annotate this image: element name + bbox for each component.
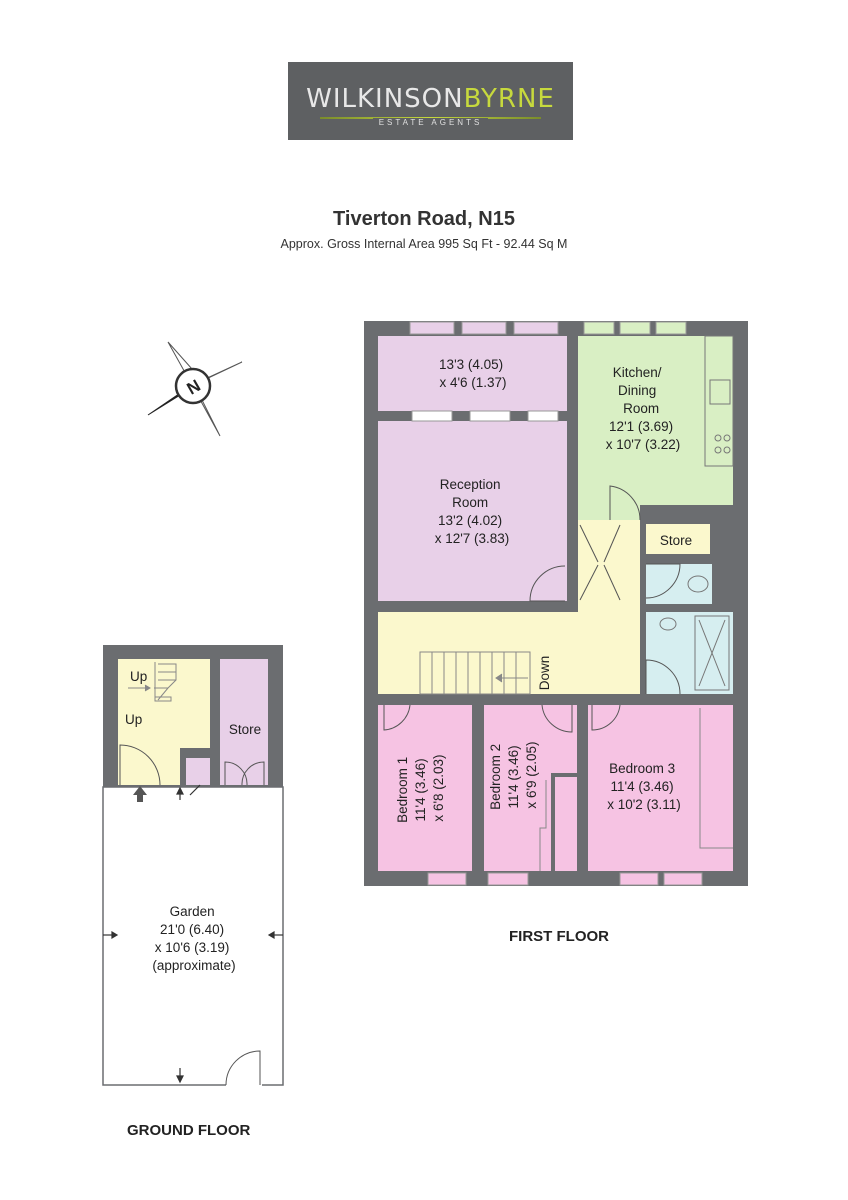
bedroom2-dim2: x 6'9 (2.05): [524, 741, 539, 808]
bathroom-fill: [646, 612, 733, 694]
bedroom3-label: Bedroom 3: [609, 761, 675, 776]
door-swings: [383, 485, 681, 733]
landing-fill: [378, 612, 640, 694]
bedroom1-label: Bedroom 1: [395, 757, 410, 823]
ground-meter-fill: [186, 758, 210, 785]
page-title: Tiverton Road, N15: [333, 208, 515, 230]
bedroom2-fill: [484, 705, 577, 871]
garden-gate-swing: [225, 1050, 261, 1086]
top-room-fill: [378, 336, 567, 411]
logo-brand-part2: BYRNE: [463, 84, 555, 114]
staircase: [419, 651, 531, 695]
logo-tagline: ESTATE AGENTS: [288, 118, 573, 127]
kitchen-label1: Kitchen/: [613, 365, 662, 380]
page-subtitle: Approx. Gross Internal Area 995 Sq Ft - …: [280, 237, 568, 251]
reception-dim2: x 12'7 (3.83): [435, 531, 510, 546]
top-room-dim2: x 4'6 (1.37): [439, 375, 506, 390]
garden-label: Garden: [170, 904, 215, 919]
bedroom1-dim1: 11'4 (3.46): [413, 758, 428, 821]
kitchen-label2: Dining: [618, 383, 656, 398]
ground-store-label: Store: [229, 722, 261, 737]
reception-fill: [378, 421, 567, 601]
stairs-down-label: Down: [537, 656, 552, 691]
garden-dim2: x 10'6 (3.19): [155, 940, 230, 955]
bedroom2-dim1: 11'4 (3.46): [506, 745, 521, 808]
bedroom2-cupboard-fill: [555, 777, 577, 871]
svg-text:Bedroom 1 11'4 (3.46): Bedroom 1 11'4 (3.46) x 6'8 (2.03): [395, 753, 446, 823]
kitchen-fill: [578, 336, 733, 520]
ground-store-fill: [220, 659, 268, 785]
svg-text:13'3 (4.05) x 4'6 (1.3: 13'3 (4.05) x 4'6 (1.37): [439, 357, 507, 390]
ground-stairs: [128, 662, 177, 702]
bedroom3-fill: [588, 705, 733, 871]
entrance-arrow-icon: [133, 786, 147, 802]
first-floor-label: FIRST FLOOR: [509, 928, 609, 945]
bedroom1-dim2: x 6'8 (2.03): [431, 754, 446, 821]
kitchen-label3: Room: [623, 401, 659, 416]
logo-tagline-text: ESTATE AGENTS: [372, 118, 489, 127]
bedroom3-dim2: x 10'2 (3.11): [607, 797, 681, 812]
ground-floor-label: GROUND FLOOR: [127, 1122, 251, 1139]
logo: WILKINSONBYRNE ESTATE AGENTS: [288, 62, 573, 140]
store-fill: [646, 524, 710, 554]
reception-dim1: 13'2 (4.02): [438, 513, 502, 528]
garden-dim1: 21'0 (6.40): [160, 922, 224, 937]
first-floor-store-label: Store: [660, 533, 692, 548]
wc-fill: [646, 564, 712, 604]
bedroom3-dim1: 11'4 (3.46): [611, 779, 674, 794]
reception-label1: Reception: [440, 477, 501, 492]
ground-up-label1: Up: [130, 669, 147, 684]
svg-text:Bedroom 2 11'4 (3.46): Bedroom 2 11'4 (3.46) x 6'9 (2.05): [488, 740, 539, 810]
sliding-doors: [411, 410, 559, 422]
ground-up-label2: Up: [125, 712, 142, 727]
reception-label2: Room: [452, 495, 488, 510]
garden-arrows: [103, 784, 283, 1084]
logo-wordmark: WILKINSONBYRNE: [288, 84, 573, 114]
bedroom2-label: Bedroom 2: [488, 744, 503, 810]
svg-text:Kitchen/ Dining: Kitchen/ Dining Room 12'1 (3.69) x 10'7 …: [606, 365, 681, 452]
windows: [409, 321, 703, 886]
kitchen-fittings: [704, 335, 734, 467]
bathroom-fittings: [659, 575, 730, 691]
ground-door-swings: [119, 744, 265, 786]
svg-text:Garden 21'0 (6.40): Garden 21'0 (6.40) x 10'6 (3.19) (approx…: [152, 904, 235, 973]
ground-floor-labels: Up Up Store Garden 21'0 (6.40) x 10'6 (3…: [125, 669, 261, 973]
logo-brand-part1: WILKINSON: [306, 84, 464, 114]
garden-note: (approximate): [152, 958, 235, 973]
top-room-dim1: 13'3 (4.05): [439, 357, 503, 372]
first-floor-plan: 13'3 (4.05) x 4'6 (1.37) Kitchen/ Dining…: [364, 321, 748, 886]
compass-icon: N: [147, 341, 243, 437]
kitchen-dim1: 12'1 (3.69): [609, 419, 673, 434]
svg-text:Bedroom 3 11'4 (3.46): Bedroom 3 11'4 (3.46) x 10'2 (3.11): [607, 761, 681, 812]
bedroom1-fill: [378, 705, 472, 871]
hall-fill: [578, 520, 640, 612]
ground-stairs-fill: [118, 659, 210, 785]
kitchen-dim2: x 10'7 (3.22): [606, 437, 681, 452]
first-floor-labels: 13'3 (4.05) x 4'6 (1.37) Kitchen/ Dining…: [395, 357, 692, 823]
wardrobes: [539, 708, 733, 871]
garden-fill: [102, 786, 284, 1086]
garden-gate-gap: [226, 1082, 262, 1088]
ground-floor-plan: Up Up Store Garden 21'0 (6.40) x 10'6 (3…: [102, 645, 284, 1088]
svg-text:Reception Room: Reception Room 13'2 (4.02) x 12'7 (3.83): [435, 477, 510, 546]
